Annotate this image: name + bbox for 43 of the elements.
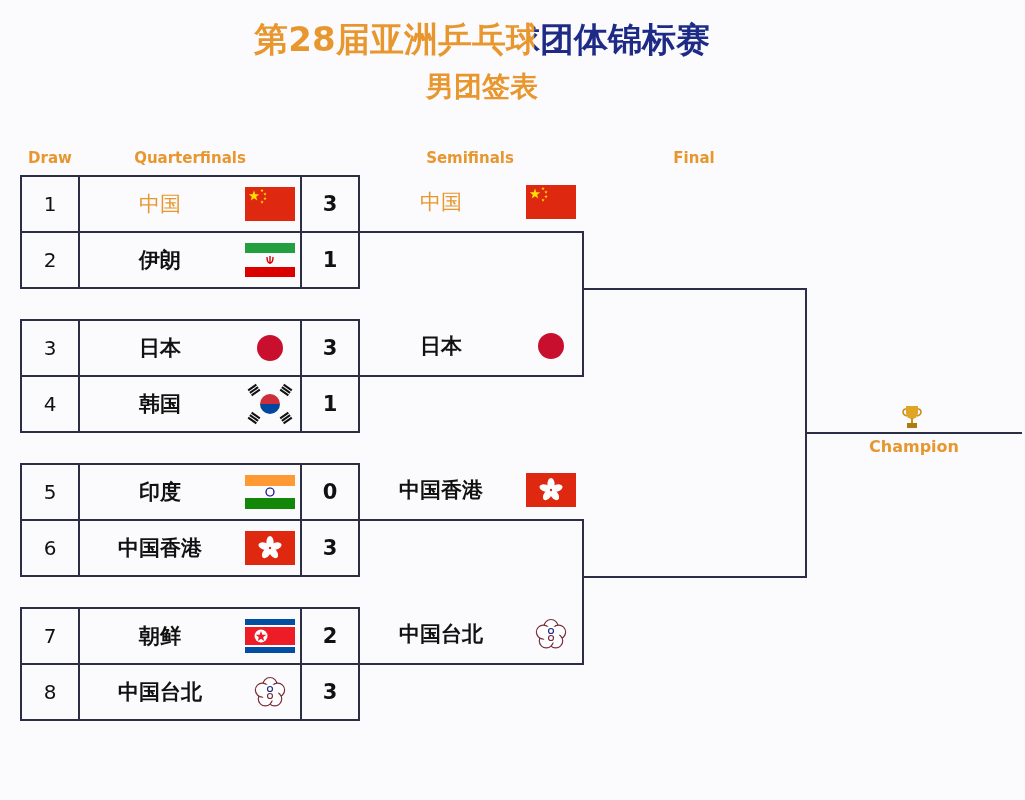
bracket-row: [20, 231, 360, 289]
draw-number: 7: [43, 624, 57, 648]
slot-label: Champion: [869, 437, 959, 457]
team-name: 日本: [139, 335, 181, 361]
draw-number: 5: [43, 480, 57, 504]
column-header: Quarterfinals: [134, 150, 246, 168]
draw-number: 2: [43, 248, 57, 272]
score: 3: [322, 535, 338, 561]
page-title: 第28届亚洲乒乓球团体锦标赛: [254, 20, 710, 60]
draw-number: 6: [43, 536, 57, 560]
team-name: 中国台北: [399, 621, 483, 647]
draw-number: 4: [43, 392, 57, 416]
draw-number: 8: [43, 680, 57, 704]
score: 3: [322, 335, 338, 361]
team-name: 中国: [420, 189, 462, 215]
bracket-row: [20, 319, 360, 377]
column-header: Final: [673, 150, 715, 168]
team-name: 伊朗: [139, 247, 181, 273]
score: 1: [322, 391, 338, 417]
bracket-row: [20, 175, 360, 233]
team-name: 日本: [420, 333, 462, 359]
score: 1: [322, 247, 338, 273]
score: 3: [322, 679, 338, 705]
team-name: 中国: [139, 191, 181, 217]
team-name: 朝鲜: [139, 623, 181, 649]
score: 2: [322, 623, 338, 649]
column-header: Draw: [28, 150, 72, 168]
team-name: 中国香港: [118, 535, 202, 561]
bracket-row: [20, 463, 360, 521]
team-name: 中国台北: [118, 679, 202, 705]
draw-number: 3: [43, 336, 57, 360]
column-header: Semifinals: [426, 150, 514, 168]
bracket-row: [20, 663, 360, 721]
draw-number: 1: [43, 192, 57, 216]
score: 0: [322, 479, 338, 505]
team-name: 印度: [139, 479, 181, 505]
bracket-row: [20, 607, 360, 665]
bracket-row: [20, 375, 360, 433]
subtitle: 男团签表: [426, 70, 538, 104]
team-name: 中国香港: [399, 477, 483, 503]
bracket-row: [20, 519, 360, 577]
score: 3: [322, 191, 338, 217]
team-name: 韩国: [139, 391, 181, 417]
